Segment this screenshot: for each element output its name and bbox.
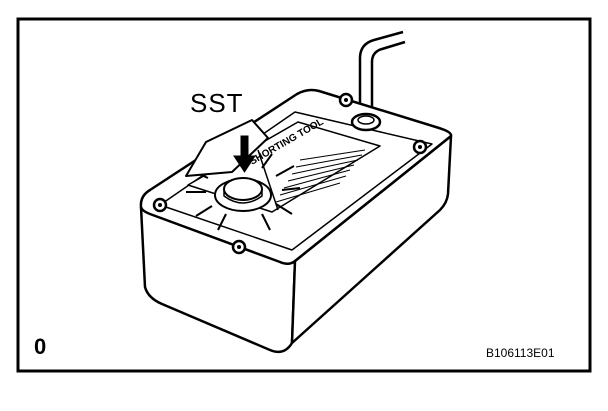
figure-frame — [16, 17, 592, 373]
sst-callout-label: SST — [190, 88, 244, 118]
cable-icon — [358, 30, 406, 118]
device-box-illustration — [139, 88, 453, 354]
press-arrow-icon — [233, 135, 256, 173]
corner-mark: 0 — [34, 334, 47, 359]
figure-code: B106113E01 — [486, 346, 555, 360]
